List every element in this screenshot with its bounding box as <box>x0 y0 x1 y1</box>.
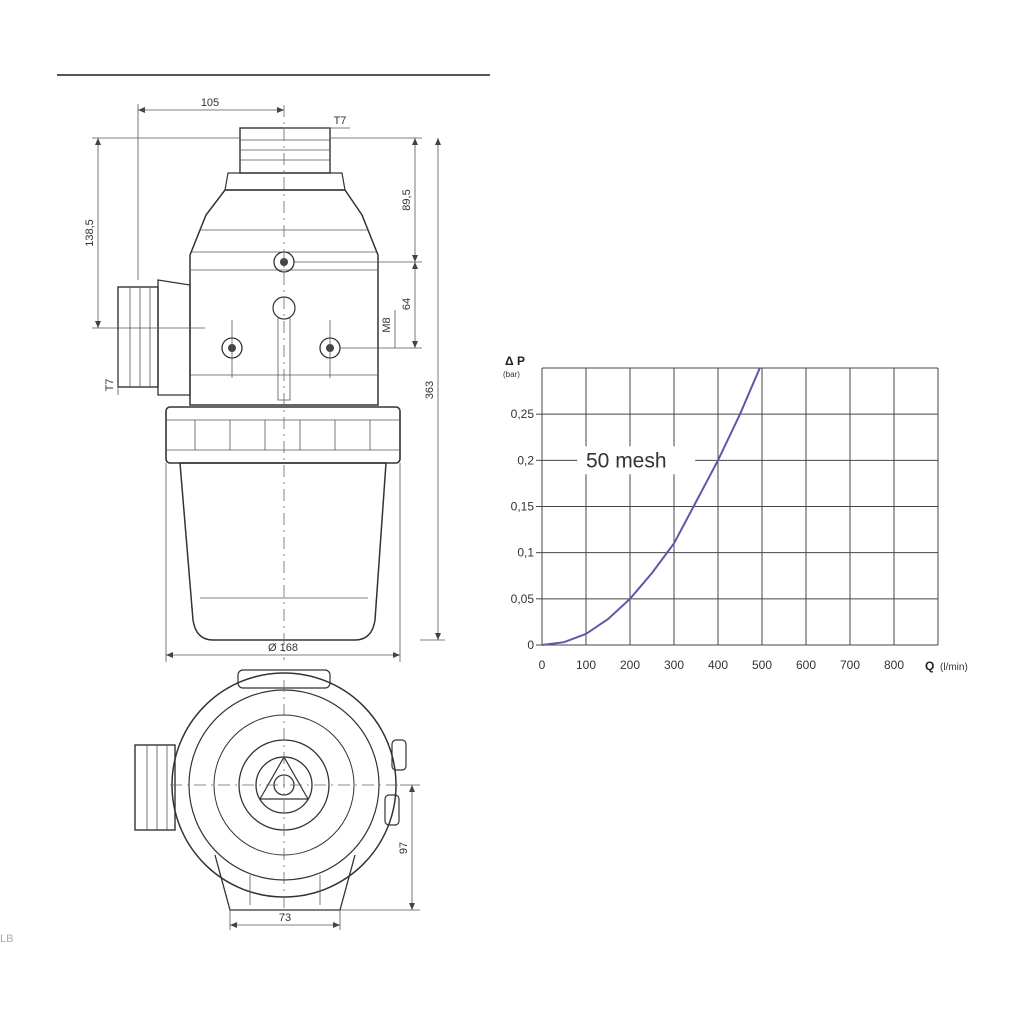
bottom-inlet-thread <box>134 744 176 831</box>
ring-nut <box>165 406 401 464</box>
side-inlet-thread <box>117 286 159 388</box>
dim-bottom-height: 97 <box>398 842 410 854</box>
x-tick-label: 200 <box>620 658 640 672</box>
chart-series: 50 mesh <box>541 367 761 646</box>
bottom-view-dimensions: 97 73 <box>229 784 420 930</box>
y-tick-label: 0,1 <box>517 546 534 560</box>
side-view-dimensions: 105 T7 138,5 89,5 64 M8 363 T7 <box>84 97 445 662</box>
x-tick-label: 800 <box>884 658 904 672</box>
y-tick-label: 0,2 <box>517 453 534 467</box>
x-axis-unit: (l/min) <box>940 662 968 673</box>
y-tick-label: 0,25 <box>511 407 535 421</box>
x-axis-title: Q <box>925 659 934 673</box>
x-tick-label: 0 <box>539 658 546 672</box>
chart-grid <box>541 367 939 646</box>
dim-height-inlet: 138,5 <box>84 219 96 247</box>
x-tick-label: 100 <box>576 658 596 672</box>
y-tick-label: 0,15 <box>511 500 535 514</box>
x-tick-label: 600 <box>796 658 816 672</box>
x-tick-label: 400 <box>708 658 728 672</box>
dim-height-total: 363 <box>424 381 436 399</box>
dim-thread-side: T7 <box>104 379 116 392</box>
filter-head-body <box>189 189 379 406</box>
dim-height-mid: 64 <box>401 298 413 310</box>
y-axis-title: Δ P <box>505 354 525 368</box>
dim-height-upper: 89,5 <box>401 189 413 210</box>
y-axis-unit: (bar) <box>503 370 520 379</box>
series-label-50-mesh: 50 mesh <box>586 449 667 472</box>
dim-bolt: M8 <box>381 317 393 332</box>
series-line-50-mesh <box>541 367 761 646</box>
dim-thread-top: T7 <box>334 115 347 127</box>
footer-fragment: LB <box>0 933 13 945</box>
x-tick-label: 300 <box>664 658 684 672</box>
chart-ticks: 0 100 200 300 400 500 600 700 800 0 0,05 0,1 0,15 0,2… <box>511 407 905 672</box>
dim-diameter: Ø 168 <box>268 642 298 654</box>
top-outlet-thread <box>239 127 331 174</box>
filter-bowl <box>179 462 387 641</box>
series-label-backing <box>577 446 696 475</box>
filter-bottom-view <box>134 669 407 915</box>
dim-bottom-width: 73 <box>279 912 291 924</box>
x-tick-label: 500 <box>752 658 772 672</box>
filter-side-view <box>117 105 401 660</box>
dim-width-top: 105 <box>201 97 219 109</box>
x-tick-label: 700 <box>840 658 860 672</box>
pressure-drop-chart: 0 100 200 300 400 500 600 700 800 0 0,05 0,1 0,15 0,2… <box>503 354 968 673</box>
y-tick-label: 0 <box>527 638 534 652</box>
y-tick-label: 0,05 <box>511 592 535 606</box>
